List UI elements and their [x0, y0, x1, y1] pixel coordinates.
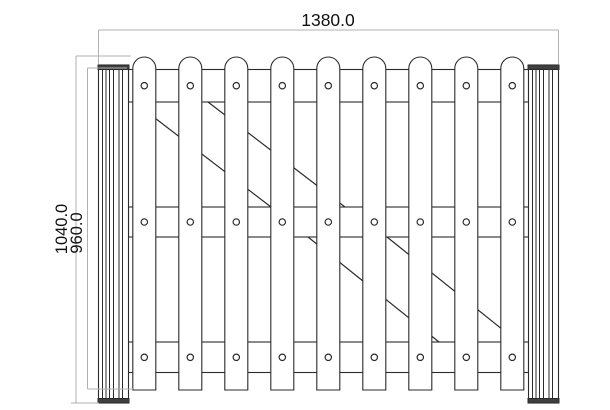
- screw-hole: [278, 81, 287, 90]
- post-cap-top: [97, 64, 130, 70]
- screw-hole: [140, 81, 149, 90]
- screw-hole: [324, 81, 333, 90]
- screw-hole: [186, 218, 195, 226]
- diagonal-brace: [386, 236, 519, 343]
- screw-hole: [186, 81, 195, 90]
- dim-inner-height-label: 960.0: [68, 212, 86, 253]
- screw-hole: [278, 218, 287, 226]
- screw-hole: [508, 218, 517, 226]
- dim-width-label: 1380.0: [301, 10, 355, 30]
- screw-hole: [462, 218, 471, 226]
- screw-hole: [186, 353, 195, 362]
- screw-hole: [232, 353, 241, 362]
- dimension-annotations: 1380.0 1040.0 960.0: [53, 10, 559, 404]
- screw-hole: [324, 218, 333, 226]
- screw-hole: [462, 81, 471, 90]
- post-cap-bottom: [97, 398, 130, 404]
- screw-hole: [508, 353, 517, 362]
- screw-hole: [416, 353, 425, 362]
- screw-hole: [462, 353, 471, 362]
- screw-hole: [416, 81, 425, 90]
- screw-hole: [370, 218, 379, 226]
- screw-hole: [416, 218, 425, 226]
- screw-hole: [278, 353, 287, 362]
- gate-assembly: [97, 56, 560, 404]
- screw-hole: [508, 81, 517, 90]
- post-cap-top: [527, 64, 560, 70]
- dim-outer-height-label: 1040.0: [53, 204, 71, 254]
- screw-hole: [232, 218, 241, 226]
- screw-hole: [232, 81, 241, 90]
- screw-hole: [140, 218, 149, 226]
- screw-hole: [370, 353, 379, 362]
- post-cap-bottom: [527, 398, 560, 404]
- screw-hole: [324, 353, 333, 362]
- screw-hole: [370, 81, 379, 90]
- screw-hole: [140, 353, 149, 362]
